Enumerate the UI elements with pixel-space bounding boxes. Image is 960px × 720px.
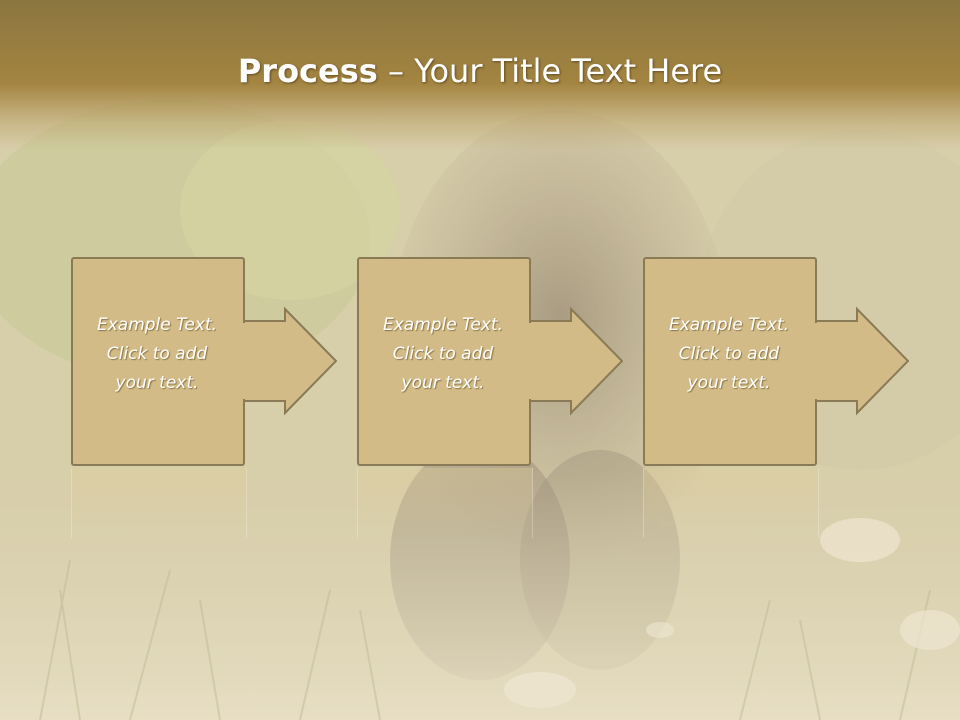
title-bold: Process: [237, 52, 378, 90]
step-text: Example Text. Click to add your text.: [96, 315, 218, 393]
step-2-reflection: [357, 468, 533, 538]
slide-title[interactable]: Process – Your Title Text Here: [0, 52, 960, 90]
step-box-arrow: [643, 257, 909, 466]
step-3-reflection: [643, 468, 819, 538]
title-rest: – Your Title Text Here: [377, 52, 723, 90]
title-band: [0, 0, 960, 150]
step-text: Example Text. Click to add your text.: [382, 315, 504, 393]
step-text: Example Text. Click to add your text.: [668, 315, 790, 393]
process-step-1[interactable]: Example Text. Click to add your text.: [71, 257, 337, 467]
process-step-2[interactable]: Example Text. Click to add your text.: [357, 257, 623, 467]
step-box-arrow: [71, 257, 337, 466]
step-1-reflection: [71, 468, 247, 538]
step-box-arrow: [357, 257, 623, 466]
process-step-3[interactable]: Example Text. Click to add your text.: [643, 257, 909, 467]
